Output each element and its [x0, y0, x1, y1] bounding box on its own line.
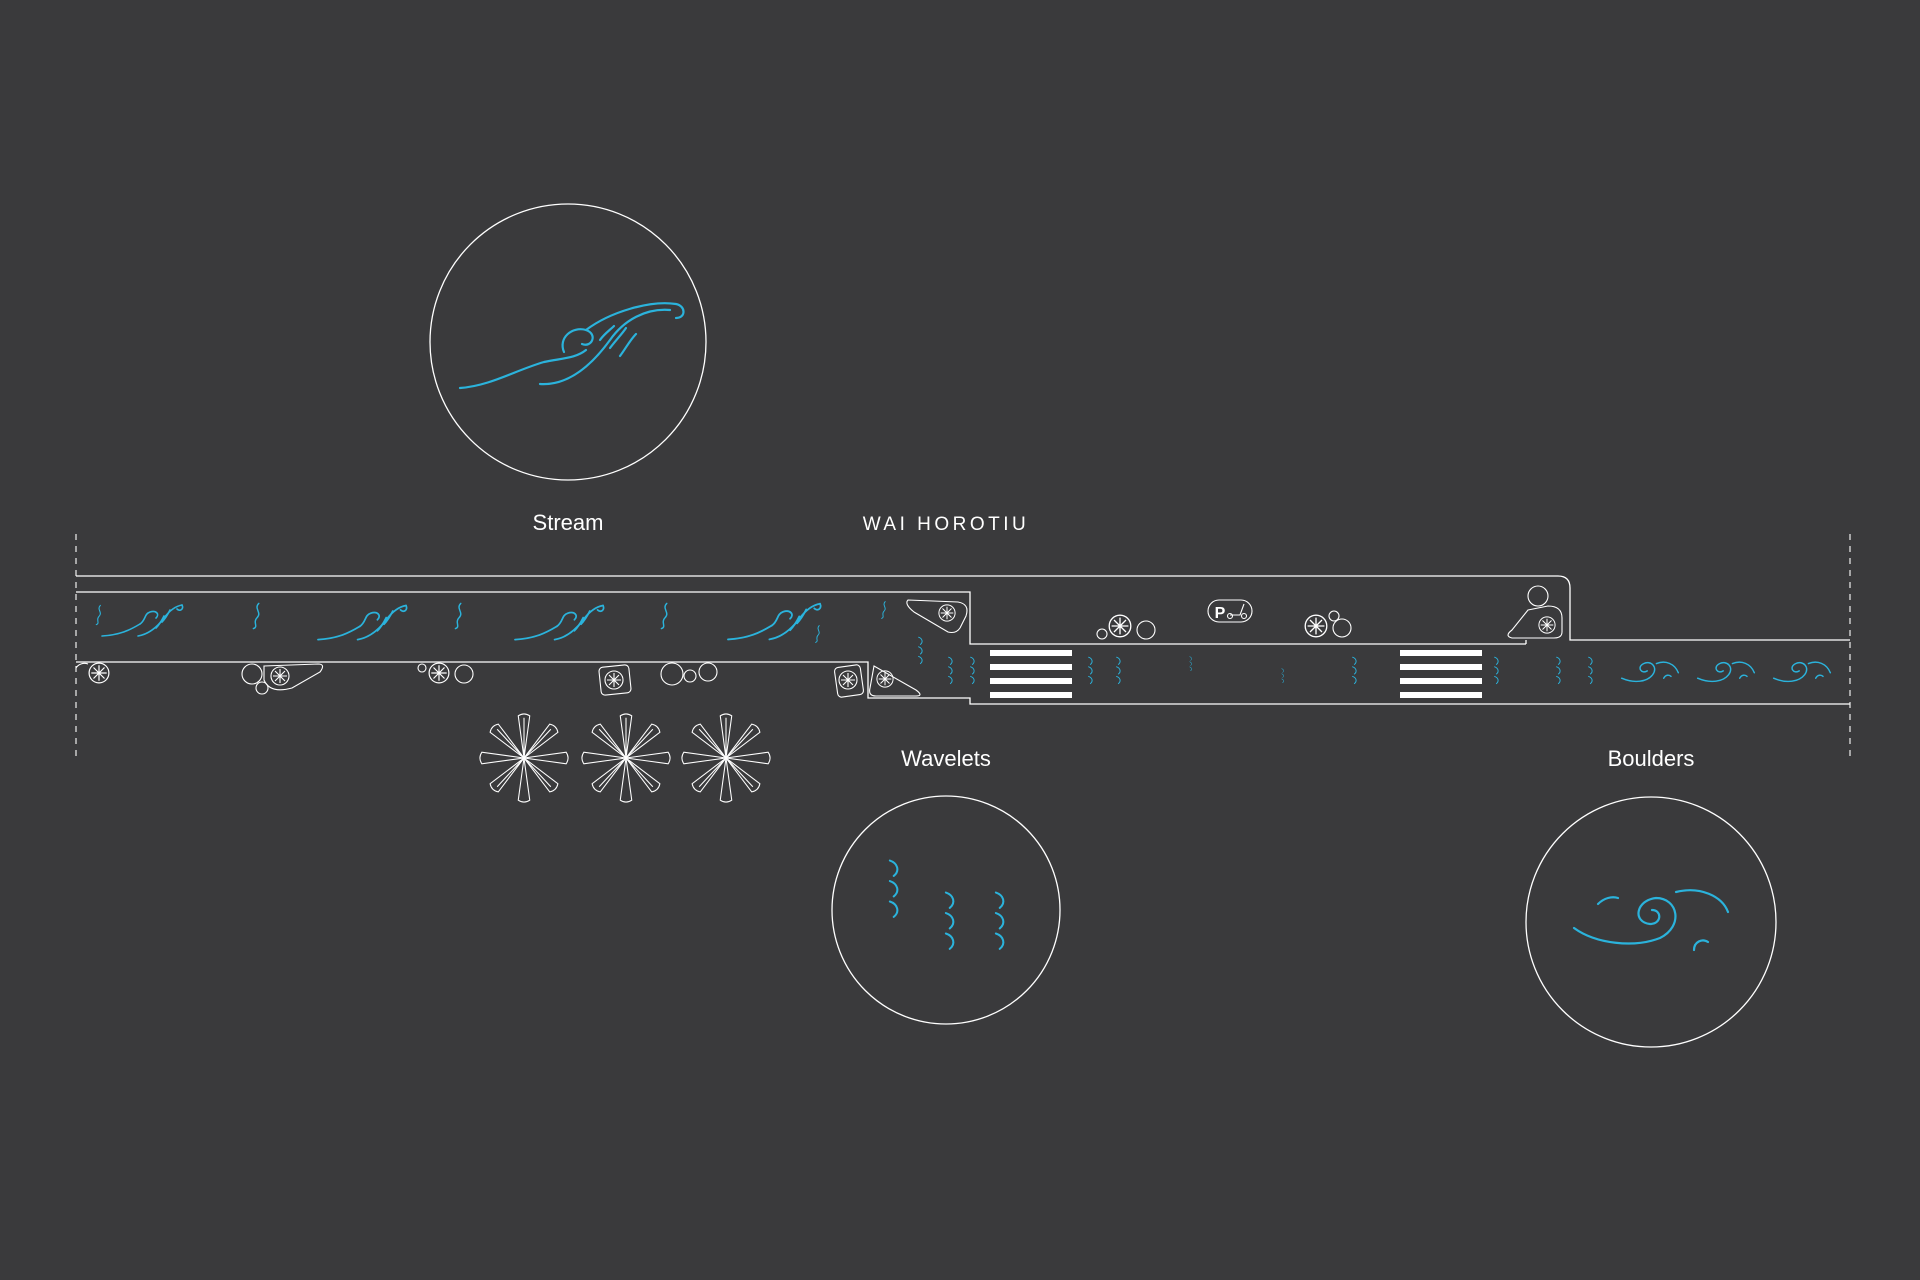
pedestrian-crossing [990, 650, 1482, 698]
boulder-twirls [1620, 661, 1832, 683]
stream-icon [429, 203, 707, 481]
street-outline [75, 534, 1851, 762]
footpath-planters [1096, 585, 1563, 640]
wavelets-icon [831, 795, 1061, 1025]
legend-wavelets-label: Wavelets [901, 746, 991, 771]
boulders-icon [1525, 796, 1777, 1048]
legend-boulders-label: Boulders [1608, 746, 1695, 771]
scooter-parking-icon: P [1207, 599, 1253, 623]
tree-icons [479, 713, 771, 803]
stream-channel [95, 601, 886, 643]
plan-title: WAI HOROTIU [863, 514, 1030, 535]
parking-sign-text: P [1215, 605, 1226, 622]
planters [75, 599, 968, 698]
legend-stream-label: Stream [533, 510, 604, 535]
